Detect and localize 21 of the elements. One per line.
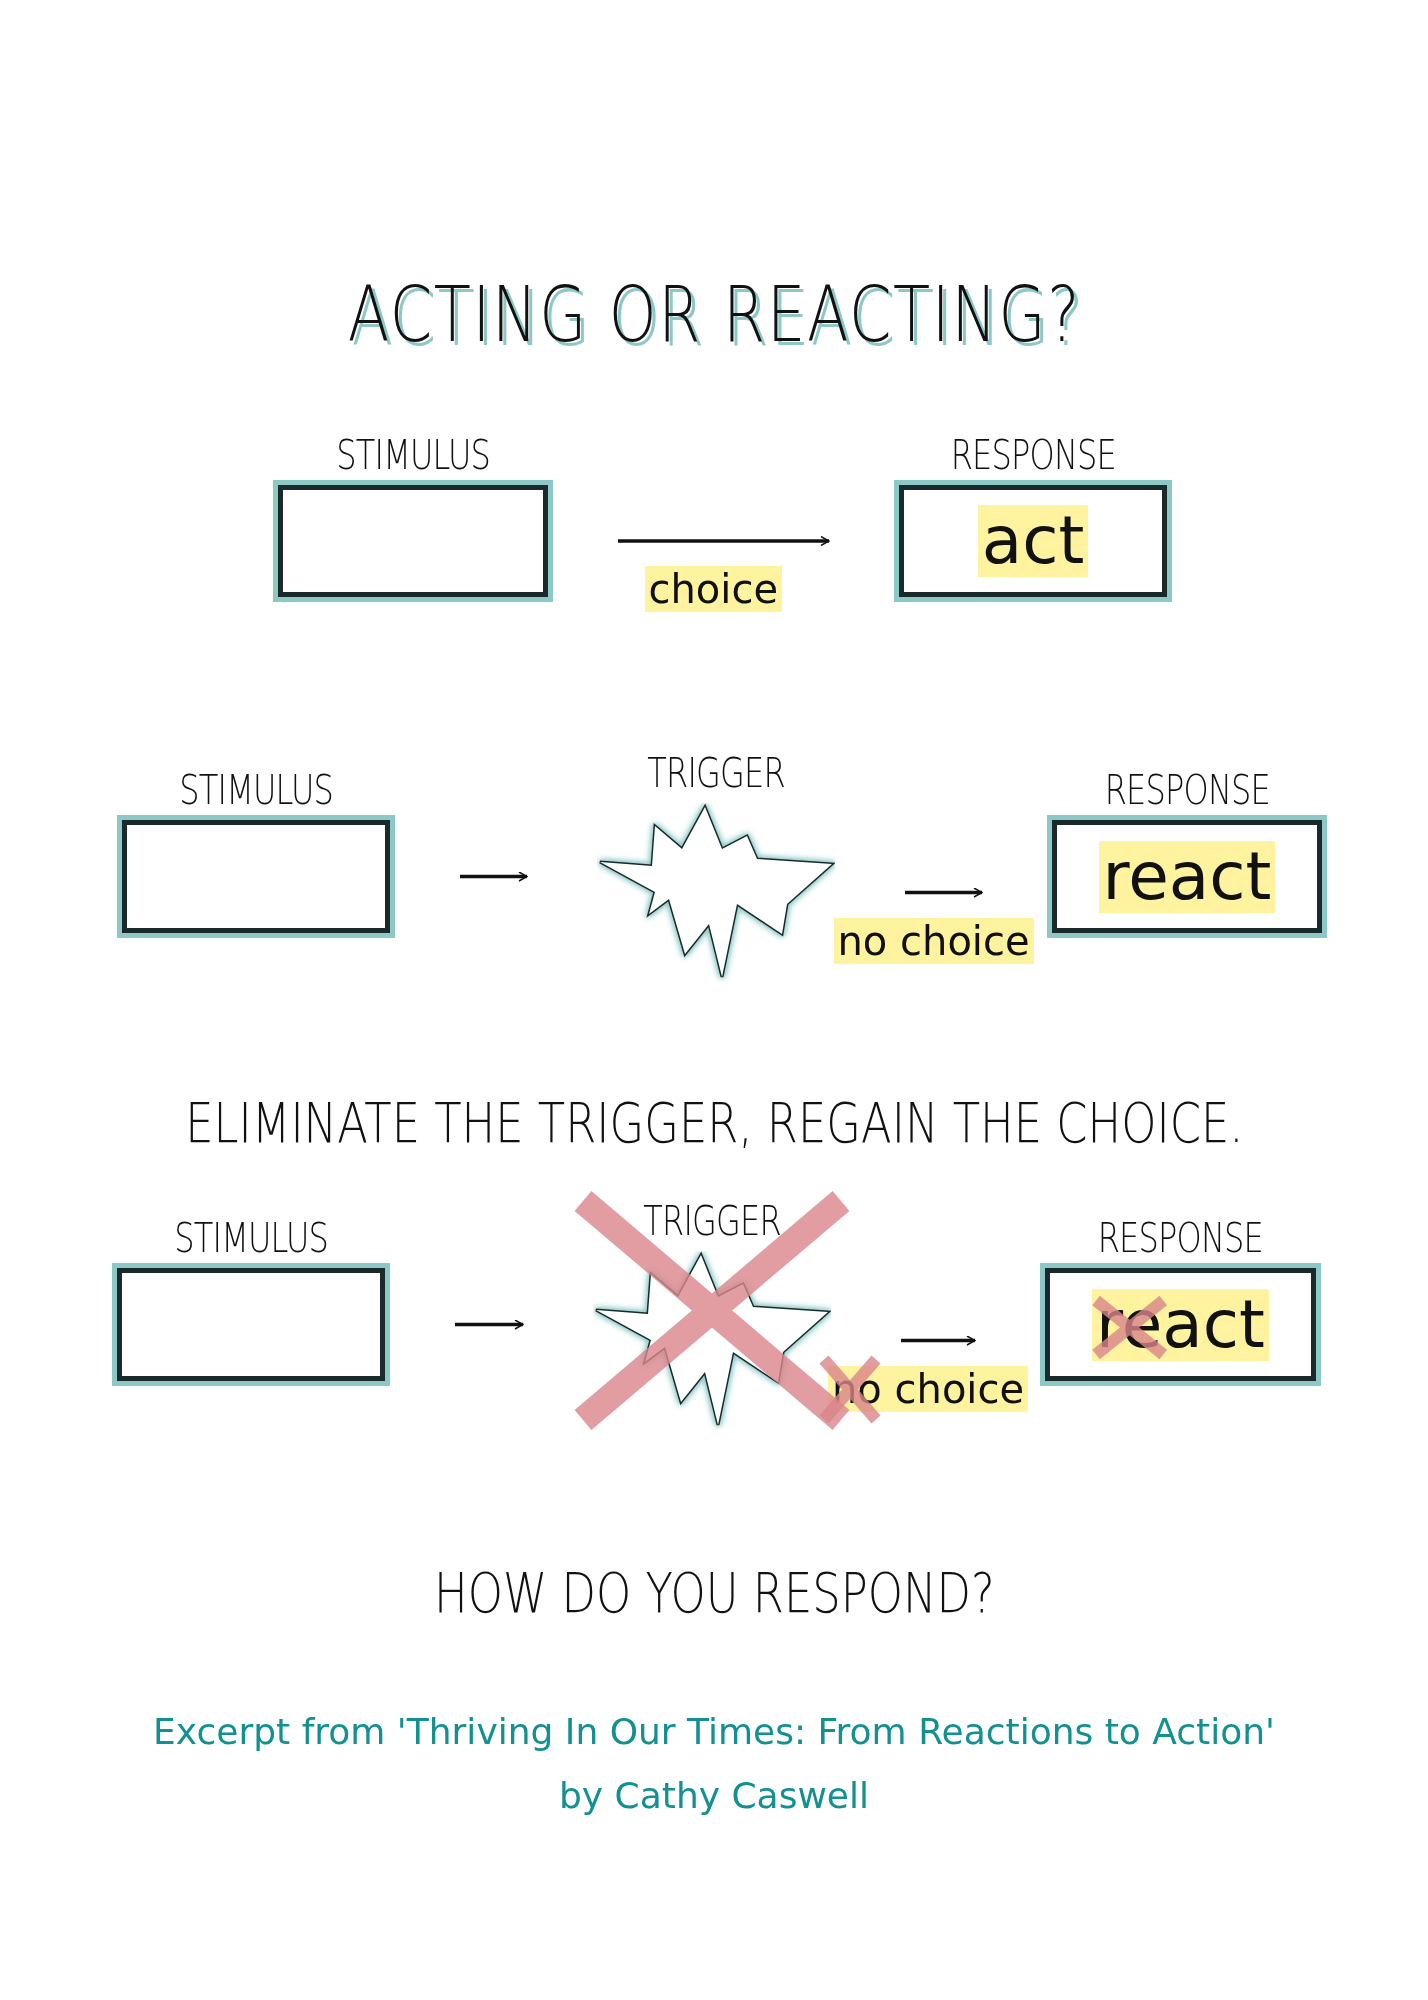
arrow bbox=[455, 1319, 524, 1330]
caption: Excerpt from 'Thriving In Our Times: From Reactions to Action' by Cathy Caswell bbox=[152, 1710, 1276, 1818]
box-heading: RESPONSE bbox=[950, 431, 1116, 480]
box-heading: STIMULUS bbox=[336, 431, 490, 480]
edge-label: choice bbox=[644, 566, 783, 612]
arrow bbox=[460, 871, 528, 882]
highlighted-word: act bbox=[977, 505, 1089, 577]
highlighted-word: react bbox=[1098, 840, 1276, 913]
note-text: HOW DO YOU RESPOND? bbox=[433, 1560, 995, 1625]
edge-label: no choice bbox=[833, 917, 1034, 964]
box-heading: RESPONSE bbox=[1104, 766, 1270, 815]
box-heading: TRIGGER bbox=[643, 1197, 781, 1246]
arrow bbox=[905, 887, 983, 898]
arrow bbox=[618, 535, 830, 547]
arrow bbox=[901, 1335, 976, 1346]
note-text: ELIMINATE THE TRIGGER, REGAIN THE CHOICE. bbox=[184, 1090, 1244, 1155]
box-heading: STIMULUS bbox=[179, 766, 333, 815]
box-heading: RESPONSE bbox=[1097, 1214, 1264, 1263]
box-heading: STIMULUS bbox=[174, 1214, 328, 1263]
box-heading: TRIGGER bbox=[647, 749, 785, 798]
title: ACTING OR REACTING? bbox=[347, 270, 1081, 359]
